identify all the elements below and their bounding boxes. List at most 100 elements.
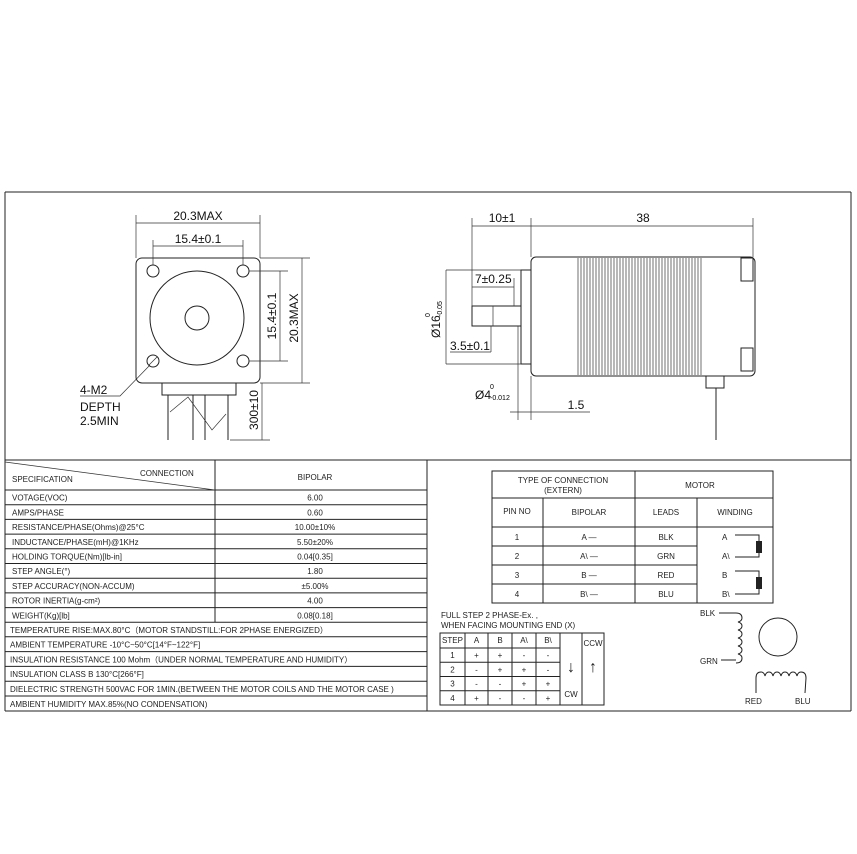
- wire-grn-label: GRN: [700, 657, 718, 666]
- col-winding: WINDING: [717, 508, 753, 517]
- spec-label: HOLDING TORQUE(Nm)[lb-in]: [12, 553, 122, 562]
- spec-header-left: SPECIFICATION: [12, 475, 73, 484]
- step-col-header: A: [474, 636, 480, 645]
- pin-no: 2: [515, 552, 520, 561]
- coil-b-icon: [755, 671, 807, 694]
- winding-a-coil: [756, 541, 762, 553]
- ccw-label: CCW: [583, 639, 603, 648]
- frame: [4, 191, 852, 712]
- step-cell: -: [523, 694, 526, 703]
- width-max-label: 20.3MAX: [173, 209, 222, 223]
- shaft-dia-label: Ø4: [475, 388, 491, 402]
- cw-label: CW: [564, 690, 578, 699]
- ccw-arrow-icon: ↑: [589, 659, 597, 676]
- spec-note: DIELECTRIC STRENGTH 500VAC FOR 1MIN.(BET…: [10, 685, 394, 694]
- step-cell: +: [474, 694, 479, 703]
- step-cell: -: [547, 665, 550, 674]
- spec-label: ROTOR INERTIA(g-cm²): [12, 597, 100, 606]
- body-length-label: 38: [636, 211, 650, 225]
- spec-value: 4.00: [307, 597, 323, 606]
- wiring-diagram: BLK GRN RED BLU: [700, 609, 811, 706]
- spec-value: 10.00±10%: [295, 523, 335, 532]
- step-caption-2: WHEN FACING MOUNTING END (X): [441, 621, 576, 630]
- step-col-header: STEP: [442, 636, 463, 645]
- mount-hole: [146, 354, 160, 368]
- spec-value: 1.80: [307, 567, 323, 576]
- type-connection-header: TYPE OF CONNECTION: [518, 476, 608, 485]
- step-cell: +: [522, 665, 527, 674]
- spec-label: AMPS/PHASE: [12, 508, 64, 517]
- height-max-label: 20.3MAX: [287, 293, 301, 342]
- lead-color: BLK: [658, 533, 674, 542]
- boss-tol-upper: 0: [425, 313, 432, 317]
- spec-note: INSULATION RESISTANCE 100 Mohm（UNDER NOR…: [10, 655, 352, 664]
- step-caption-1: FULL STEP 2 PHASE-Ex. ,: [441, 611, 538, 620]
- shaft-circle: [184, 305, 210, 331]
- flat-length-label: 7±0.25: [475, 272, 512, 286]
- spec-note: TEMPERATURE RISE:MAX.80°C（MOTOR STANDSTI…: [10, 626, 328, 635]
- side-view-drawing: 10±1 38 7±0.25 3.5±0.1 Ø16 0 -0.05 Ø4 0 …: [425, 211, 756, 440]
- step-cell: +: [474, 651, 479, 660]
- step-cell: 2: [450, 665, 455, 674]
- mount-hole: [236, 354, 250, 368]
- rotor-circle: [758, 617, 798, 657]
- spec-header-diag: CONNECTION: [140, 469, 194, 478]
- mount-depth-value: 2.5MIN: [80, 414, 119, 428]
- spec-value: ±5.00%: [301, 582, 328, 591]
- bipolar-signal: A\ —: [580, 552, 598, 561]
- pin-no: 3: [515, 571, 520, 580]
- step-cell: +: [522, 680, 527, 689]
- col-pin-no: PIN NO: [503, 507, 531, 516]
- step-col-header: B\: [544, 636, 552, 645]
- spec-value: 0.60: [307, 508, 323, 517]
- winding-b-coil: [756, 577, 762, 589]
- spec-table: SPECIFICATION CONNECTION BIPOLAR VOTAGE(…: [4, 460, 427, 709]
- spec-label: INDUCTANCE/PHASE(mH)@1KHz: [12, 538, 139, 547]
- winding-label: B\: [722, 590, 730, 599]
- spec-value: 0.04[0.35]: [297, 553, 333, 562]
- step-cell: -: [475, 665, 478, 674]
- lead-color: GRN: [657, 552, 675, 561]
- mount-hole: [146, 264, 160, 278]
- bipolar-signal: B\ —: [580, 590, 598, 599]
- step-cell: 3: [450, 680, 455, 689]
- lead-length-label: 300±10: [247, 390, 261, 430]
- cooling-fins: [577, 258, 702, 375]
- bipolar-signal: A —: [581, 533, 596, 542]
- step-cell: -: [499, 680, 502, 689]
- hole-spacing-v-label: 15.4±0.1: [265, 292, 279, 339]
- col-leads: LEADS: [653, 508, 679, 517]
- shaft-length-label: 10±1: [489, 211, 516, 225]
- step-cell: +: [546, 680, 551, 689]
- step-cell: +: [498, 665, 503, 674]
- step-cell: 4: [450, 694, 455, 703]
- step-cell: -: [547, 651, 550, 660]
- spec-label: STEP ANGLE(°): [12, 567, 71, 576]
- step-cell: -: [499, 694, 502, 703]
- step-col-header: A\: [520, 636, 528, 645]
- bipolar-signal: B —: [581, 571, 597, 580]
- wire-blk-label: BLK: [700, 609, 716, 618]
- connection-table: TYPE OF CONNECTION (EXTERN) MOTOR PIN NO…: [491, 470, 774, 604]
- mount-depth-label: DEPTH: [80, 400, 121, 414]
- spec-value: 0.08[0.18]: [297, 611, 333, 620]
- cw-arrow-icon: ↓: [567, 659, 575, 676]
- spec-note: AMBIENT HUMIDITY MAX.85%(NO CONDENSATION…: [10, 700, 208, 709]
- boss-tol-lower: -0.05: [437, 301, 444, 317]
- step-cell: +: [546, 694, 551, 703]
- type-connection-sub: (EXTERN): [544, 486, 582, 495]
- spec-label: RESISTANCE/PHASE(Ohms)@25°C: [12, 523, 145, 532]
- motor-header: MOTOR: [685, 481, 715, 490]
- wire-blu-label: BLU: [795, 697, 811, 706]
- pin-no: 4: [515, 590, 520, 599]
- step-table: FULL STEP 2 PHASE-Ex. , WHEN FACING MOUN…: [439, 611, 605, 706]
- spec-label: STEP ACCURACY(NON-ACCUM): [12, 582, 135, 591]
- boss-height-label: 1.5: [568, 398, 585, 412]
- spec-value: 5.50±20%: [297, 538, 333, 547]
- spec-value: 6.00: [307, 494, 323, 503]
- winding-label: A: [722, 533, 728, 542]
- wire-red-label: RED: [745, 697, 762, 706]
- mount-hole: [236, 264, 250, 278]
- lead-color: RED: [658, 571, 675, 580]
